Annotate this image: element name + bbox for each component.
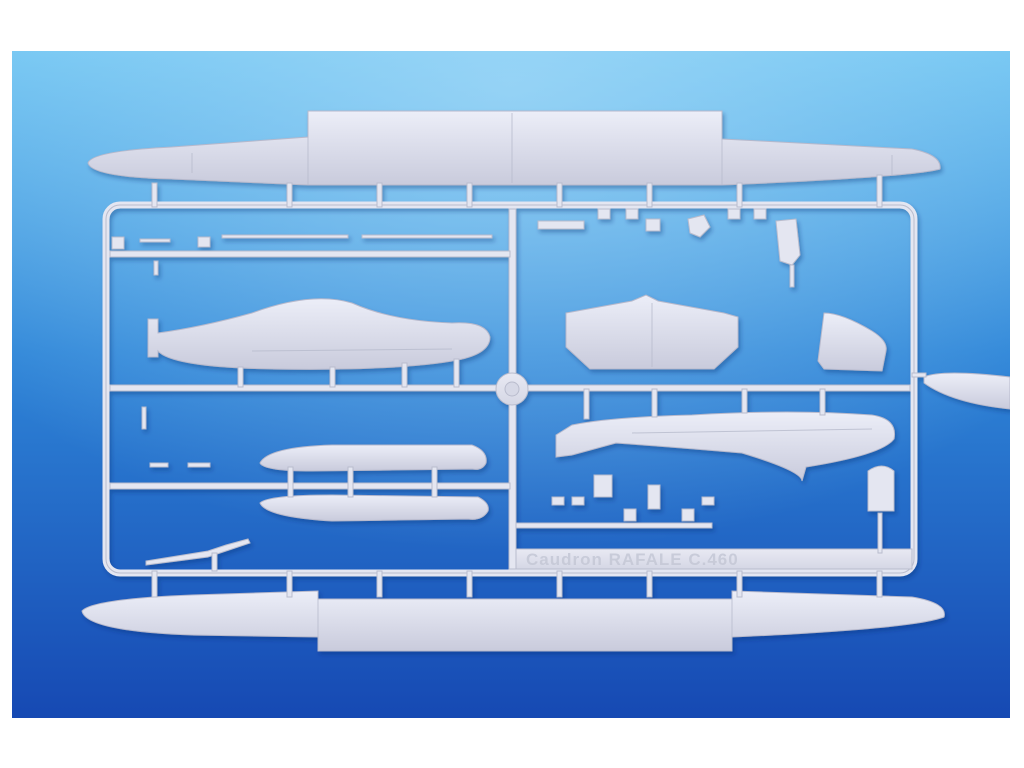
sprue-illustration: Caudron RAFALE C.460 <box>12 51 1010 718</box>
upper-wing <box>87 110 941 186</box>
vertical-fin <box>817 312 887 372</box>
small-wheel-part <box>867 465 895 512</box>
lower-wing <box>81 590 945 652</box>
sprue-photo: Caudron RAFALE C.460 <box>12 51 1010 718</box>
fuselage-half <box>147 298 491 370</box>
float-lower <box>259 494 489 522</box>
molded-kit-name: Caudron RAFALE C.460 <box>526 550 739 569</box>
float-upper <box>259 444 487 472</box>
fuselage-nose <box>555 411 896 482</box>
